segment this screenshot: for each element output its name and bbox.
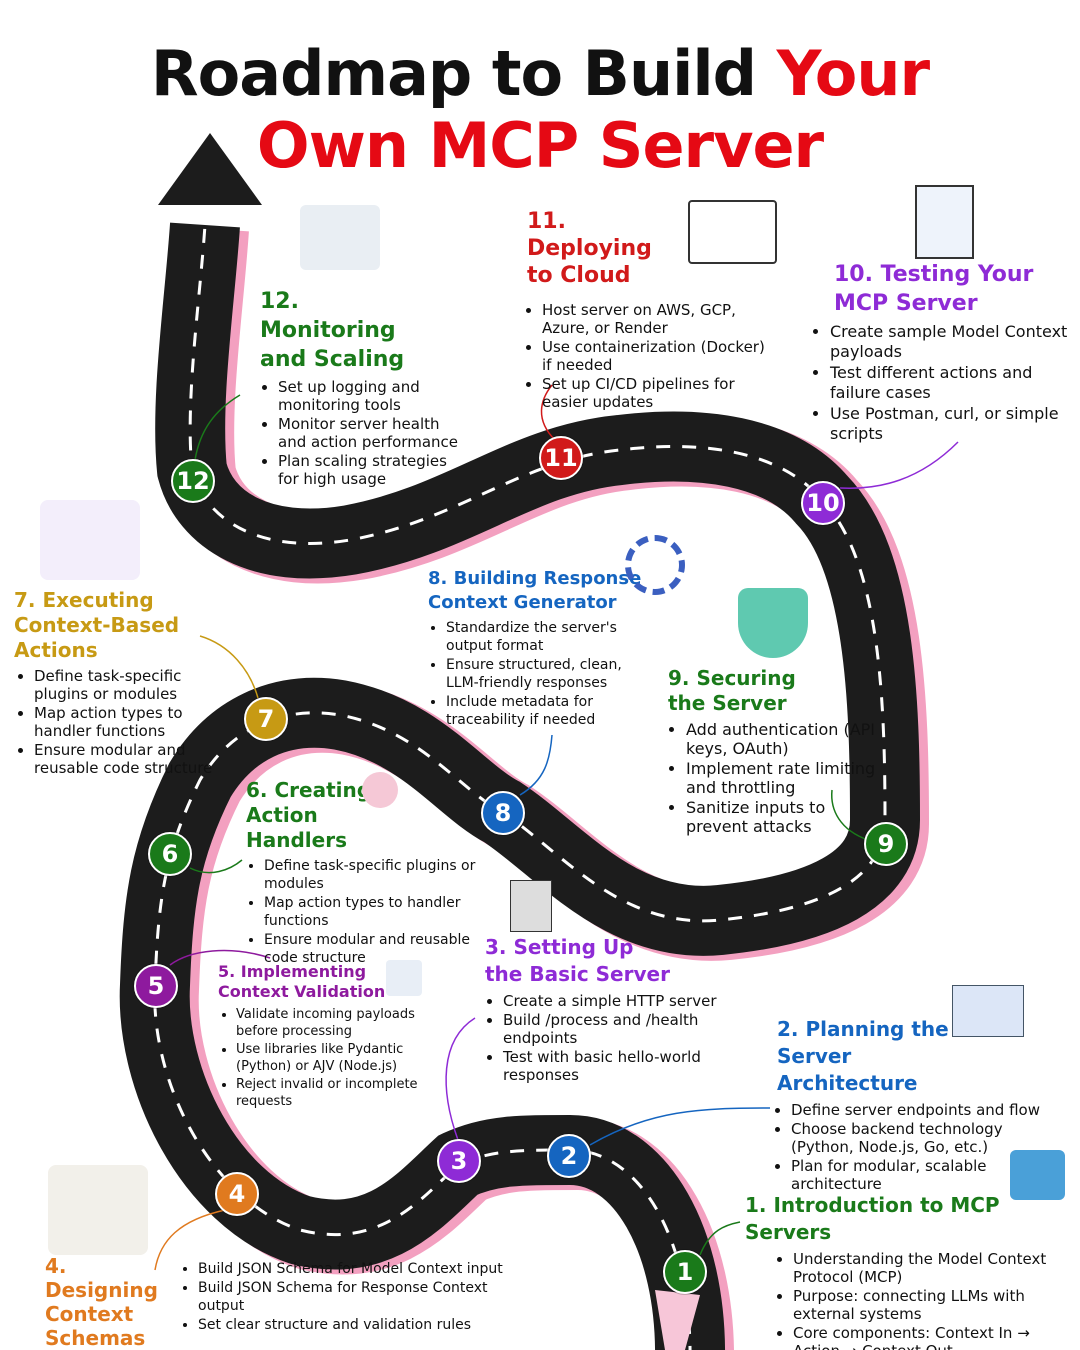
gears-icon [625,535,685,595]
title-line-1: Roadmap to Build Your [150,37,930,110]
thumbs-up-icon [386,960,422,996]
step-badge-7: 7 [244,697,288,741]
paper-plane-icon [655,1290,700,1350]
step-badge-4: 4 [215,1172,259,1216]
step-badge-10: 10 [801,481,845,525]
step-title: 5. Implementing Context Validation [218,962,386,1001]
step-6-block: 6. Creating Action Handlers Define task-… [246,778,496,968]
step-title: 4. Designing Context Schemas [45,1254,158,1350]
shield-check-icon [738,588,808,658]
step-badge-8: 8 [481,791,525,835]
step-5-block: 5. Implementing Context Validation Valid… [218,962,438,1111]
step-12-block: 12. Monitoring and Scaling Set up loggin… [260,287,460,489]
document-icon [362,772,398,808]
step-4-items: Build JSON Schema for Model Context inpu… [180,1256,525,1335]
step-title: 11. Deploying to Cloud [527,209,652,288]
checklist-icon [915,185,974,259]
step-badge-5: 5 [134,964,178,1008]
title-line-2: Own MCP Server [256,109,824,182]
step-4-title-block: 4. Designing Context Schemas [45,1254,185,1350]
architecture-board-icon [952,985,1024,1037]
step-title: 10. Testing Your MCP Server [834,262,1034,316]
step-title: 9. Securing the Server [668,666,796,715]
step-title: 8. Building Response Context Generator [428,568,642,613]
step-title: 1. Introduction to MCP Servers [745,1193,1000,1244]
analytics-illustration-icon [300,205,380,270]
step-3-block: 3. Setting Up the Basic Server Create a … [485,934,735,1085]
person-laptop-illustration-icon [40,500,140,580]
step-title: 6. Creating Action Handlers [246,778,372,852]
step-badge-12: 12 [171,459,215,503]
step-11-block: 11. Deploying to Cloud Host server on AW… [527,208,777,412]
step-badge-11: 11 [539,436,583,480]
step-9-block: 9. Securing the Server Add authenticatio… [668,666,878,837]
server-rack-icon [510,880,552,932]
step-title: 3. Setting Up the Basic Server [485,935,670,986]
step-badge-9: 9 [864,822,908,866]
step-1-block: 1. Introduction to MCP Servers Understan… [745,1192,1075,1350]
step-badge-3: 3 [437,1139,481,1183]
cloud-deploy-icon [688,200,777,264]
step-title: 2. Planning the Server Architecture [777,1017,949,1095]
step-10-block: 10. Testing Your MCP Server Create sampl… [812,260,1072,445]
step-8-block: 8. Building Response Context Generator S… [428,567,641,730]
step-7-block: 7. Executing Context-Based Actions Defin… [14,588,214,778]
step-title: 12. Monitoring and Scaling [260,289,405,372]
arrow-head-icon [158,133,262,205]
step-badge-1: 1 [663,1250,707,1294]
step-title: 7. Executing Context-Based Actions [14,588,180,662]
intro-illustration-icon [1010,1150,1065,1200]
step-2-block: 2. Planning the Server Architecture Defi… [777,1016,1067,1194]
step-badge-6: 6 [148,832,192,876]
step-badge-2: 2 [547,1134,591,1178]
designer-illustration-icon [48,1165,148,1255]
